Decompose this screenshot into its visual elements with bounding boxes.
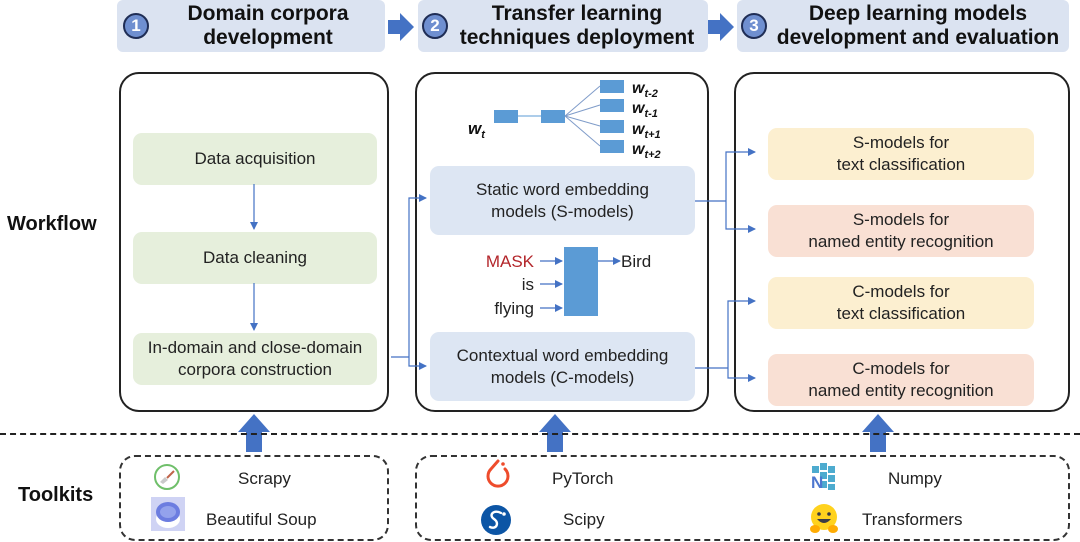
mlm-output-token: Bird [621, 252, 651, 271]
scipy-logo-icon [481, 505, 511, 535]
stage-number-badge: 2 [422, 13, 448, 39]
skipgram-output-node [600, 140, 624, 153]
data-acquisition-step: Data acquisition [133, 133, 377, 185]
toolkit-label: PyTorch [552, 469, 614, 488]
corpora-panel: Data acquisition Data cleaning In-domain… [119, 72, 389, 412]
stage-number-badge: 3 [741, 13, 767, 39]
transfer-learning-panel: Static word embedding models (S-models) … [415, 72, 709, 412]
models-evaluation-panel: S-models for text classification S-model… [734, 72, 1070, 412]
pytorch-logo-icon [486, 459, 510, 488]
mlm-diagram: MASK is flying Bird [486, 247, 651, 318]
skipgram-output-node [600, 99, 624, 112]
connector-corpora-to-embeddings [391, 194, 427, 370]
svg-text:N: N [811, 473, 823, 492]
workflow-toolkits-divider [0, 433, 1080, 435]
contextual-embedding-models-box: Contextual word embedding models (C-mode… [430, 332, 695, 401]
workflow-row-label: Workflow [7, 213, 97, 235]
toolkit-label: Beautiful Soup [206, 510, 317, 529]
mlm-input-token: flying [494, 299, 534, 318]
data-cleaning-step: Data cleaning [133, 232, 377, 284]
toolkit-label: Numpy [888, 469, 942, 488]
skipgram-output-label: wt+2 [632, 141, 661, 161]
scrapy-logo-icon [154, 464, 180, 490]
skipgram-hidden-node [541, 110, 565, 123]
stage-title: Transfer learning techniques deployment [459, 2, 695, 49]
mlm-input-token: is [522, 275, 534, 294]
skipgram-output-label: wt-1 [632, 100, 658, 120]
stage-header-2: 2 Transfer learning techniques deploymen… [418, 0, 708, 52]
skipgram-input-node [494, 110, 518, 123]
stage-title: Domain corpora development [187, 2, 349, 49]
skipgram-diagram: wt wt-2 wt-1 wt+1 wt+2 [468, 80, 661, 161]
toolkit-label: Transformers [862, 510, 963, 529]
beautiful-soup-logo-icon [151, 497, 185, 531]
skipgram-output-node [600, 80, 624, 93]
mlm-encoder-block [564, 247, 598, 316]
stage-header-3: 3 Deep learning models development and e… [737, 0, 1069, 52]
s-models-ner-box: S-models for named entity recognition [768, 205, 1034, 257]
toolkit-group-modeling: PyTorch Scipy N Numpy Transformers [415, 455, 1070, 541]
skipgram-output-label: wt-2 [632, 80, 658, 100]
huggingface-logo-icon [810, 504, 838, 533]
skipgram-input-label: wt [468, 119, 486, 141]
toolkit-label: Scipy [563, 510, 605, 529]
toolkits-row-label: Toolkits [18, 484, 94, 506]
static-embedding-models-box: Static word embedding models (S-models) [430, 166, 695, 235]
toolkit-label: Scrapy [238, 469, 291, 488]
skipgram-output-node [600, 120, 624, 133]
s-models-text-classification-box: S-models for text classification [768, 128, 1034, 180]
connector-c-models-to-tasks [695, 297, 756, 382]
stage-title: Deep learning models development and eva… [776, 2, 1060, 49]
toolkit-group-corpora: Scrapy Beautiful Soup [119, 455, 389, 541]
corpora-construction-step: In-domain and close-domain corpora const… [133, 333, 377, 385]
c-models-ner-box: C-models for named entity recognition [768, 354, 1034, 406]
c-models-text-classification-box: C-models for text classification [768, 277, 1034, 329]
stage-arrow-2-3 [708, 13, 734, 41]
skipgram-output-label: wt+1 [632, 121, 661, 141]
stage-header-1: 1 Domain corpora development [117, 0, 385, 52]
numpy-logo-icon: N [811, 463, 835, 492]
mlm-input-mask: MASK [486, 252, 535, 271]
connector-s-models-to-tasks [695, 148, 756, 233]
stage-number-badge: 1 [123, 13, 149, 39]
stage-arrow-1-2 [388, 13, 414, 41]
